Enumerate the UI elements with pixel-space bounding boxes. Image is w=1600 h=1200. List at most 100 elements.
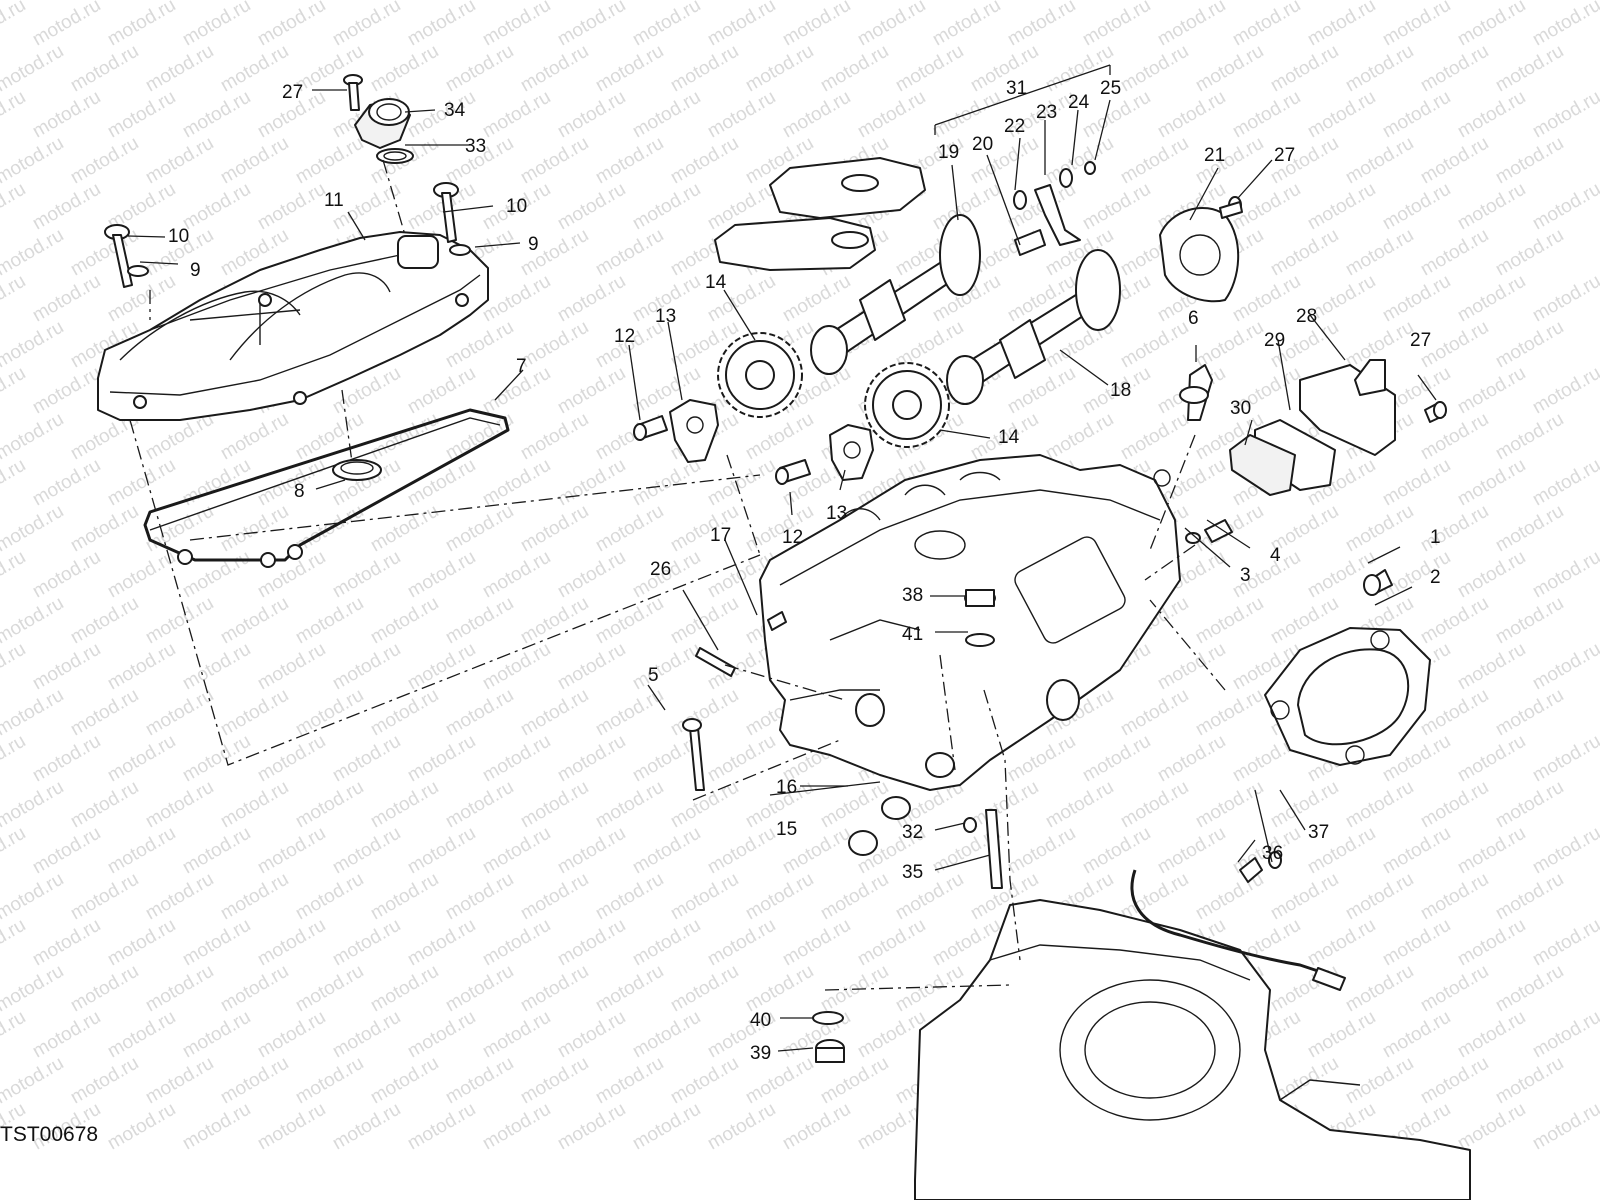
watermark-text: motod.ru [629,915,704,971]
watermark-text: motod.ru [1267,961,1342,1017]
watermark-text: motod.ru [104,915,179,971]
watermark-text: motod.ru [817,869,892,925]
watermark-text: motod.ru [1417,685,1492,741]
watermark-text: motod.ru [442,593,517,649]
callout-27b: 27 [1274,145,1295,166]
watermark-text: motod.ru [1492,869,1567,925]
watermark-text: motod.ru [29,455,104,511]
watermark-text: motod.ru [0,317,67,373]
watermark-text: motod.ru [1079,179,1154,235]
watermark-text: motod.ru [1342,1053,1417,1109]
watermark-text: motod.ru [1454,271,1529,327]
watermark-text: motod.ru [1342,501,1417,557]
watermark-text: motod.ru [179,1007,254,1063]
watermark-text: motod.ru [704,915,779,971]
watermark-text: motod.ru [292,777,367,833]
watermark-text: motod.ru [1529,0,1600,50]
callout-27c: 27 [1410,330,1431,351]
callout-39: 39 [750,1043,771,1064]
watermark-text: motod.ru [554,87,629,143]
watermark-text: motod.ru [854,915,929,971]
watermark-text: motod.ru [442,41,517,97]
watermark-text: motod.ru [1379,1007,1454,1063]
watermark-text: motod.ru [1192,685,1267,741]
watermark-text: motod.ru [142,685,217,741]
watermark-text: motod.ru [0,501,67,557]
watermark-text: motod.ru [67,869,142,925]
watermark-text: motod.ru [217,869,292,925]
watermark-text: motod.ru [1529,1099,1600,1155]
watermark-text: motod.ru [1342,869,1417,925]
drawing-code: TST00678 [0,1123,98,1146]
watermark-text: motod.ru [1417,593,1492,649]
watermark-text: motod.ru [629,87,704,143]
callout-29: 29 [1264,330,1285,351]
watermark-text: motod.ru [217,133,292,189]
watermark-text: motod.ru [479,271,554,327]
callout-19: 19 [938,142,959,163]
watermark-text: motod.ru [667,593,742,649]
valve-cover-part [97,231,489,421]
watermark-text: motod.ru [1042,409,1117,465]
watermark-text: motod.ru [0,133,67,189]
watermark-text: motod.ru [0,869,67,925]
watermark-text: motod.ru [0,1053,67,1109]
watermark-text: motod.ru [404,1007,479,1063]
watermark-text: motod.ru [742,869,817,925]
watermark-text: motod.ru [1529,1007,1600,1063]
watermark-text: motod.ru [254,1007,329,1063]
watermark-text: motod.ru [367,961,442,1017]
watermark-text: motod.ru [104,455,179,511]
bolt-part [104,182,471,288]
watermark-text: motod.ru [1267,869,1342,925]
watermark-text: motod.ru [854,87,929,143]
watermark-text: motod.ru [967,41,1042,97]
gasket-part [143,408,510,568]
watermark-text: motod.ru [1079,731,1154,787]
callout-32: 32 [902,822,923,843]
watermark-text: motod.ru [479,639,554,695]
watermark-text: motod.ru [0,1007,29,1063]
watermark-text: motod.ru [29,823,104,879]
watermark-text: motod.ru [1379,179,1454,235]
watermark-text: motod.ru [1004,823,1079,879]
watermark-text: motod.ru [0,593,67,649]
watermark-text: motod.ru [292,1053,367,1109]
watermark-text: motod.ru [404,823,479,879]
watermark-text: motod.ru [704,455,779,511]
watermark-text: motod.ru [1454,639,1529,695]
watermark-text: motod.ru [292,133,367,189]
callout-37: 37 [1308,822,1329,843]
phase-sensor-plate-part [1013,161,1096,256]
watermark-text: motod.ru [592,409,667,465]
callout-27a: 27 [282,82,303,103]
watermark-text: motod.ru [967,777,1042,833]
watermark-text: motod.ru [667,961,742,1017]
watermark-text: motod.ru [29,179,104,235]
watermark-text: motod.ru [29,271,104,327]
watermark-text: motod.ru [1342,41,1417,97]
watermark-text: motod.ru [1417,961,1492,1017]
watermark-text: motod.ru [554,823,629,879]
watermark-text: motod.ru [1417,501,1492,557]
watermark-text: motod.ru [1192,593,1267,649]
watermark-text: motod.ru [104,87,179,143]
watermark-text: motod.ru [0,915,29,971]
callout-16: 16 [776,777,797,798]
callout-35: 35 [902,862,923,883]
watermark-text: motod.ru [179,731,254,787]
watermark-text: motod.ru [592,41,667,97]
watermark-text: motod.ru [1492,685,1567,741]
gear-flange-part [669,399,874,481]
watermark-text: motod.ru [1229,271,1304,327]
watermark-text: motod.ru [404,731,479,787]
outlet-part [1229,359,1447,496]
watermark-text: motod.ru [479,0,554,50]
watermark-text: motod.ru [1529,87,1600,143]
watermark-text: motod.ru [329,823,404,879]
watermark-text: motod.ru [104,639,179,695]
callout-26: 26 [650,559,671,580]
watermark-text: motod.ru [0,823,29,879]
watermark-text: motod.ru [554,363,629,419]
watermark-text: motod.ru [1379,0,1454,50]
